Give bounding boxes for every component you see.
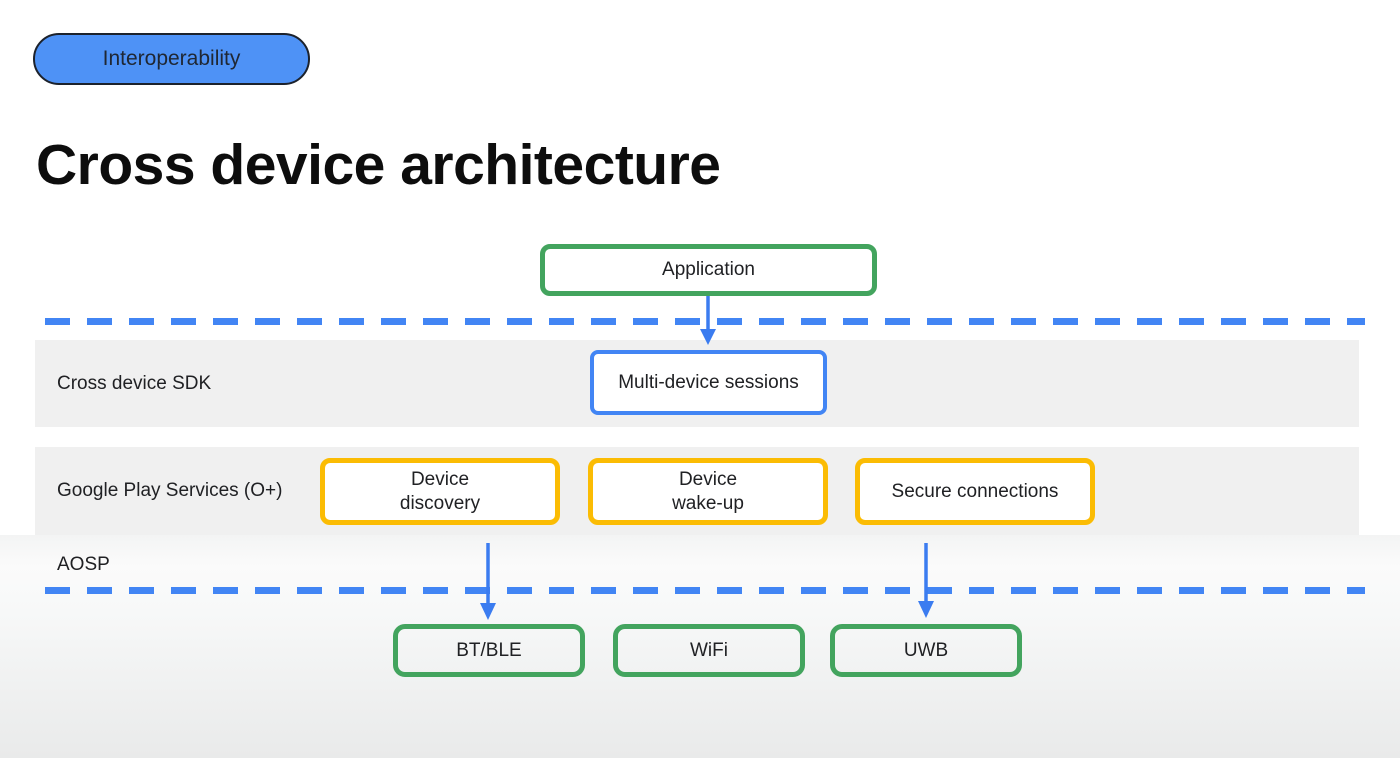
bt-ble-label: BT/BLE [456, 639, 522, 661]
application-box-label: Application [662, 259, 755, 281]
cross-device-sdk-label: Cross device SDK [57, 372, 212, 394]
device-discovery-label-line2: discovery [399, 492, 481, 514]
wifi-box: WiFi [613, 624, 805, 677]
dashed-separator-top [45, 318, 1365, 325]
uwb-label: UWB [903, 639, 949, 661]
secure-connections-label: Secure connections [891, 480, 1059, 502]
multi-device-sessions-box: Multi-device sessions [590, 350, 827, 415]
topic-badge: Interoperability [33, 33, 310, 85]
arrow-application-to-sessions-icon [700, 296, 716, 345]
bt-ble-box: BT/BLE [393, 624, 585, 677]
device-discovery-box: Device discovery [320, 458, 560, 525]
device-wakeup-box: Device wake-up [588, 458, 828, 525]
arrow-secure-to-uwb-icon [918, 543, 934, 618]
device-wakeup-label-line2: wake-up [672, 492, 744, 514]
application-box: Application [540, 244, 877, 296]
arrow-discovery-to-btble-icon [480, 543, 496, 620]
device-wakeup-label-line1: Device [678, 468, 738, 490]
secure-connections-box: Secure connections [855, 458, 1095, 525]
dashed-separator-bottom [45, 587, 1365, 594]
uwb-box: UWB [830, 624, 1022, 677]
device-discovery-label-line1: Device [410, 468, 470, 490]
aosp-label: AOSP [57, 554, 110, 575]
topic-badge-label: Interoperability [102, 47, 241, 70]
wifi-label: WiFi [690, 639, 728, 661]
aosp-region [0, 535, 1400, 758]
page-title: Cross device architecture [36, 133, 721, 197]
multi-device-sessions-label: Multi-device sessions [618, 371, 799, 393]
google-play-services-label: Google Play Services (O+) [57, 480, 283, 501]
